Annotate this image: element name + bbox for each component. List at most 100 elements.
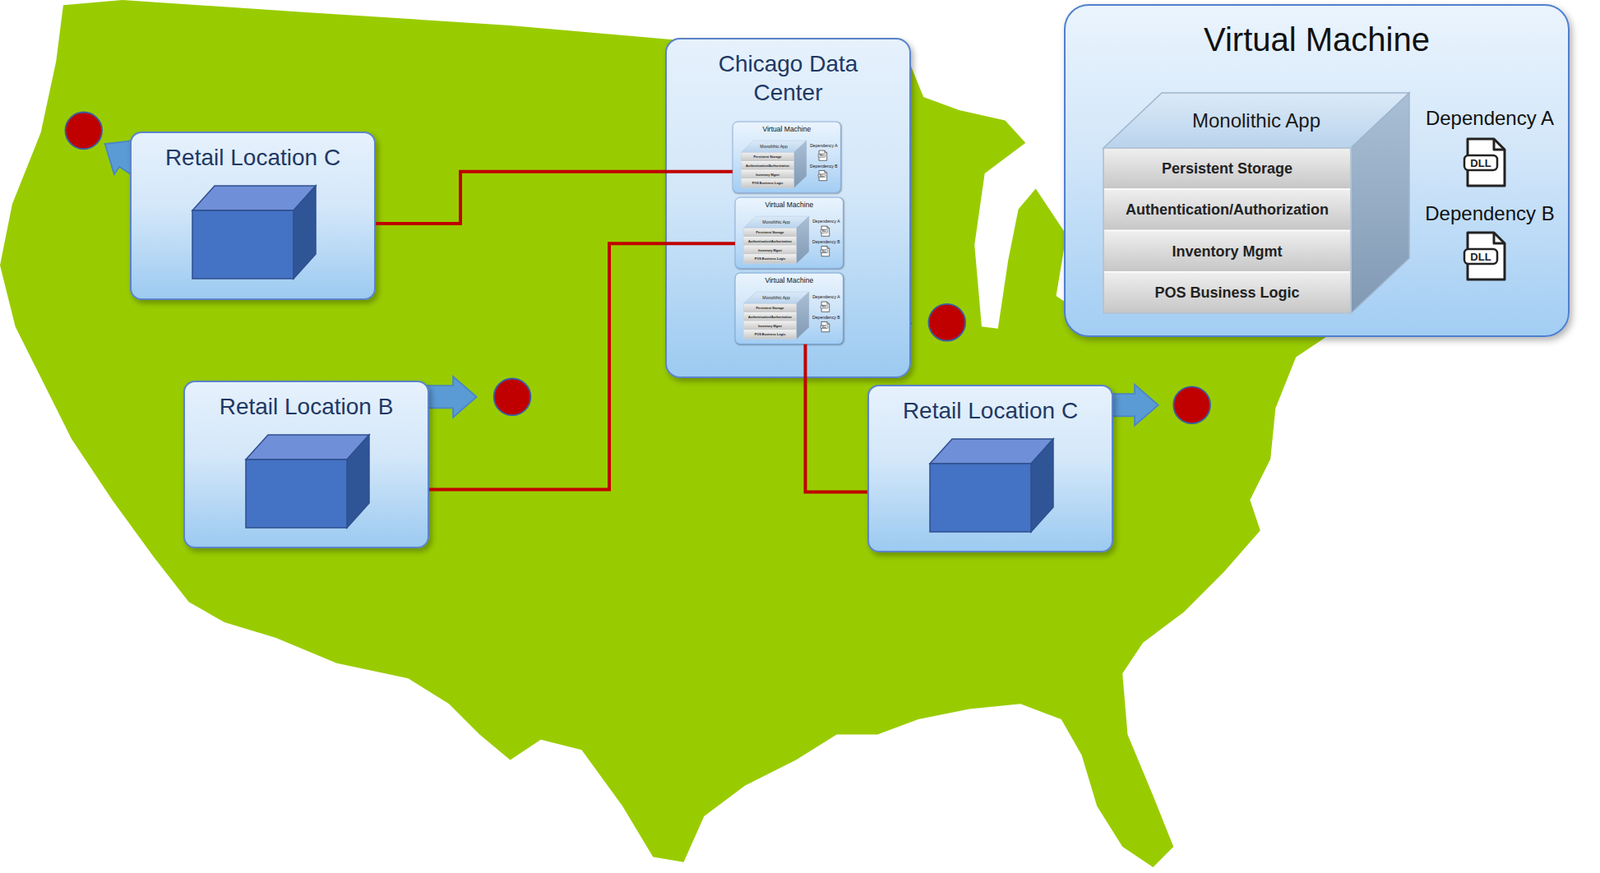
box-title-slot: Chicago Data Center <box>683 49 893 112</box>
layer-name: POS Business Logic <box>754 254 787 264</box>
layer-name-slot: Authentication/Authorization <box>743 312 796 322</box>
dependency-name-slot: Dependency B <box>1411 201 1568 227</box>
file-type-slot: DLL <box>1464 155 1498 171</box>
file-outline <box>821 226 830 236</box>
box-title: Retail Location C <box>902 394 1078 428</box>
cube-side <box>796 216 810 264</box>
cube-layer <box>743 330 796 340</box>
file-outline <box>1467 232 1505 280</box>
cube-layer <box>743 303 796 313</box>
box-title: Retail Location C <box>165 141 341 175</box>
cube-front <box>929 463 1032 532</box>
cube-side <box>1031 439 1054 532</box>
dependency-name: Dependency B <box>1424 201 1554 227</box>
file-fold <box>1493 232 1505 244</box>
app-cube: Monolithic AppPersistent StorageAuthenti… <box>743 291 810 339</box>
cube-layer <box>743 312 796 322</box>
app-name-slot: Monolithic App <box>749 219 803 226</box>
cube-front <box>743 227 796 264</box>
cube-layer <box>743 245 796 255</box>
file-fold <box>827 226 830 229</box>
virtual-machine-box: Virtual MachineDependency ADependency BM… <box>735 272 844 345</box>
file-outline <box>821 321 830 332</box>
layer-name: POS Business Logic <box>752 179 784 189</box>
layer-name: Inventory Mgmt <box>758 245 782 255</box>
file-type: DLL <box>822 249 827 254</box>
file-type: DLL <box>822 305 827 310</box>
layer-name: Inventory Mgmt <box>758 321 782 331</box>
file-fold <box>827 301 830 305</box>
layer-name-slot: POS Business Logic <box>740 179 794 189</box>
dll-file-icon <box>820 321 829 332</box>
dependency-name: Dependency A <box>809 143 837 149</box>
file-type: DLL <box>822 325 827 329</box>
file-badge <box>1464 249 1498 264</box>
app-name: Monolithic App <box>1192 107 1321 135</box>
file-type: DLL <box>822 230 827 234</box>
layer-name-slot: POS Business Logic <box>1103 272 1351 314</box>
app-name-slot: Monolithic App <box>747 143 800 150</box>
cube-layer <box>1103 147 1351 190</box>
cube-layer <box>740 152 794 162</box>
vm-title-slot: Virtual Machine <box>732 124 841 135</box>
file-type: DLL <box>819 154 824 158</box>
file-badge <box>820 305 828 309</box>
network-link <box>429 243 736 490</box>
cube-layer <box>743 236 796 246</box>
file-fold <box>824 170 828 173</box>
virtual-machine-box: Virtual MachineDependency ADependency BM… <box>1063 4 1570 338</box>
layer-name-slot: Persistent Storage <box>743 227 796 237</box>
file-badge <box>820 325 828 329</box>
file-type-slot: DLL <box>820 325 828 329</box>
dll-file-icon <box>820 301 829 312</box>
file-badge <box>1464 155 1498 171</box>
layer-name: Inventory Mgmt <box>755 170 780 180</box>
cube-front <box>740 152 794 188</box>
data-center-box: Chicago Data CenterVirtual MachineDepend… <box>665 37 911 379</box>
dependency-name-slot: Dependency A <box>809 295 844 301</box>
file-type-slot: DLL <box>818 153 826 158</box>
file-type: DLL <box>819 174 824 178</box>
cube-side <box>293 185 316 279</box>
layer-name-slot: Inventory Mgmt <box>743 321 796 331</box>
cube-layer <box>1103 231 1351 273</box>
layer-name: Persistent Storage <box>753 152 782 162</box>
cube-front <box>245 459 347 528</box>
dependency-name-slot: Dependency A <box>1411 106 1568 131</box>
file-badge <box>818 153 826 158</box>
box-title: Chicago Data Center <box>683 49 893 107</box>
cube-layer <box>743 321 796 331</box>
layer-name: Inventory Mgmt <box>1171 231 1282 273</box>
dependency-name-slot: Dependency A <box>809 219 844 225</box>
us-map-outline <box>0 0 1551 868</box>
layer-name-slot: POS Business Logic <box>743 254 796 264</box>
dependency-name-slot: Dependency A <box>807 143 842 149</box>
layer-name-slot: Authentication/Authorization <box>740 161 794 171</box>
virtual-machine-box: Virtual MachineDependency ADependency BM… <box>735 197 844 269</box>
file-type: DLL <box>1470 249 1491 265</box>
cube-layer <box>1103 272 1351 314</box>
dependency-name: Dependency A <box>812 219 840 225</box>
app-name-slot: Monolithic App <box>749 295 803 301</box>
layer-name: Persistent Storage <box>755 303 784 313</box>
dependency-name: Dependency A <box>1425 106 1554 131</box>
dependency-name: Dependency B <box>812 239 841 245</box>
box-title-slot: Retail Location C <box>131 141 375 175</box>
file-badge <box>820 229 828 233</box>
dll-file-icon <box>1464 232 1505 280</box>
app-cube: Monolithic AppPersistent StorageAuthenti… <box>1103 92 1410 314</box>
file-type-slot: DLL <box>820 305 828 309</box>
box-title-slot: Retail Location B <box>184 390 428 424</box>
app-name: Monolithic App <box>759 143 787 150</box>
dll-file-icon <box>818 170 827 181</box>
layer-name-slot: Inventory Mgmt <box>740 170 794 180</box>
layer-name-slot: Inventory Mgmt <box>743 245 796 255</box>
layer-name-slot: Authentication/Authorization <box>1103 189 1351 231</box>
app-name: Monolithic App <box>762 219 790 226</box>
cube-layer <box>740 161 794 171</box>
vm-title: Virtual Machine <box>762 124 811 135</box>
dll-file-icon <box>820 245 829 256</box>
layer-name: Authentication/Authorization <box>745 161 790 171</box>
dependency-name-slot: Dependency B <box>809 239 844 245</box>
box-title-slot: Retail Location C <box>869 394 1112 428</box>
